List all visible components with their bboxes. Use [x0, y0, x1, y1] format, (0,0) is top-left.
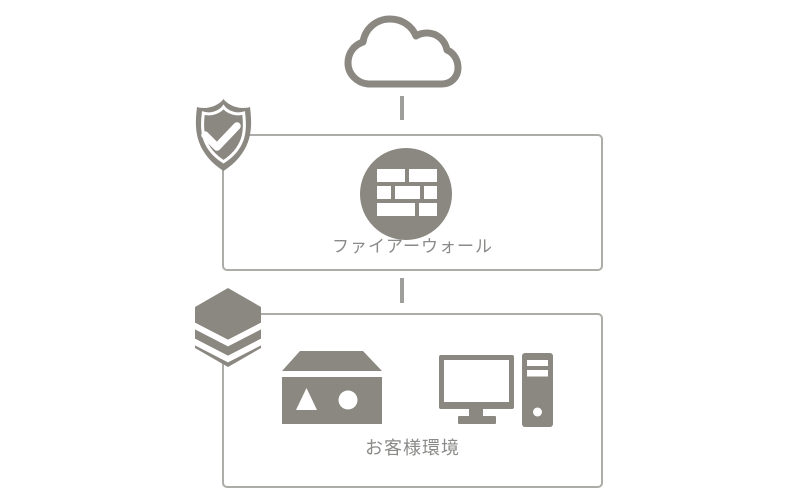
customer-environment-label: お客様環境	[365, 438, 460, 458]
firewall-bricks-icon	[360, 148, 452, 240]
desktop-computer-icon	[439, 353, 554, 427]
firewall-label: ファイアーウォール	[332, 237, 493, 256]
customer-environment-box: お客様環境	[222, 313, 603, 488]
connector-internet-firewall	[400, 96, 404, 120]
connector-firewall-customer	[400, 278, 404, 303]
shield-check-icon	[193, 97, 254, 173]
firewall-box: ファイアーウォール	[222, 134, 603, 271]
cloud-icon	[343, 11, 462, 91]
layers-stack-icon	[195, 288, 261, 368]
package-box-icon	[282, 350, 382, 424]
